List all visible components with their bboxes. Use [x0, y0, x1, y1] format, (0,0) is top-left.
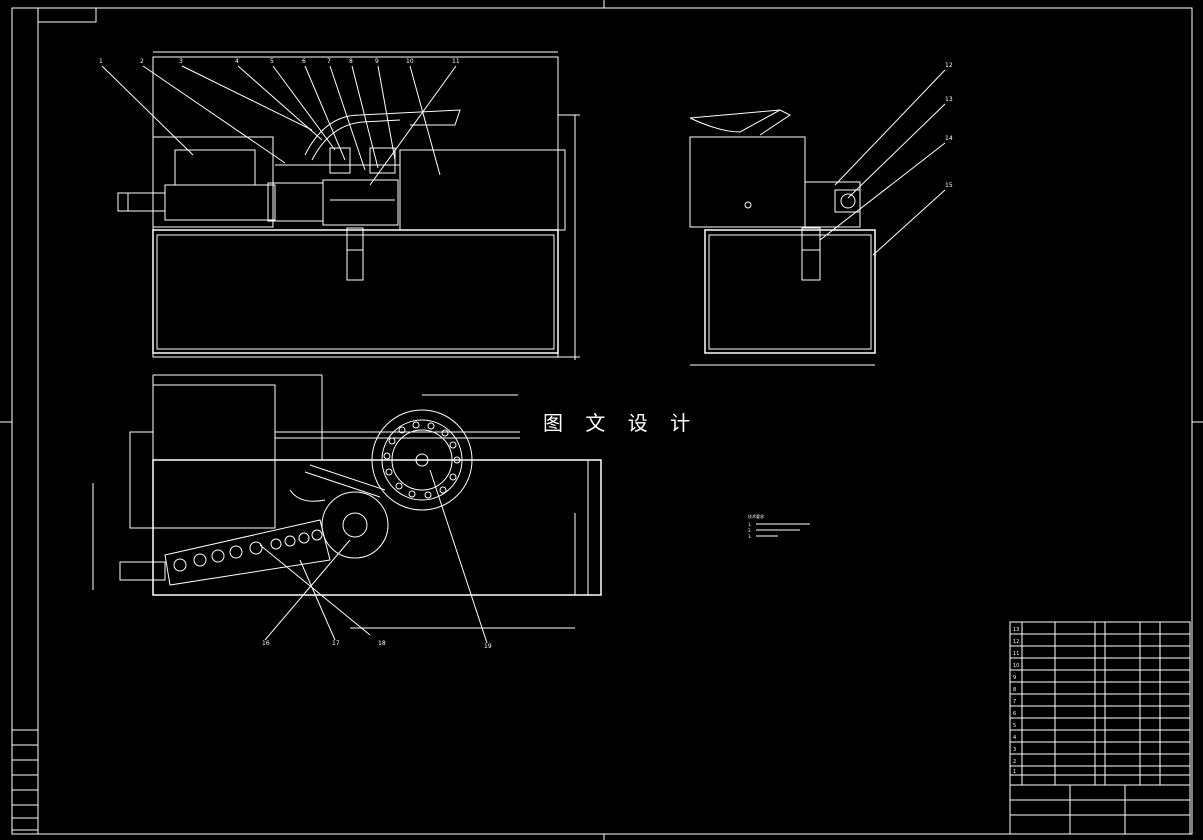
bom-row-8: 8 — [1013, 687, 1016, 693]
callout-11: 11 — [452, 58, 460, 65]
callout-16: 16 — [262, 640, 270, 647]
notes-title: 技术要求 — [748, 513, 764, 519]
bom-row-3: 3 — [1013, 747, 1016, 753]
front-view-leaders: 1 2 3 4 5 6 7 8 9 10 11 — [99, 58, 460, 186]
callout-19: 19 — [484, 643, 492, 650]
callout-17: 17 — [332, 640, 340, 647]
bill-of-materials: 13 12 11 10 9 8 7 6 5 4 3 2 1 — [1009, 621, 1191, 835]
bom-row-9: 9 — [1013, 675, 1016, 681]
callout-9: 9 — [375, 58, 379, 65]
callout-1: 1 — [99, 58, 103, 65]
bom-row-7: 7 — [1013, 699, 1016, 705]
feeder-balls — [383, 421, 461, 499]
bom-row-6: 6 — [1013, 711, 1016, 717]
note-3: 3. — [748, 534, 752, 539]
bom-row-12: 12 — [1013, 639, 1019, 645]
callout-3: 3 — [179, 58, 183, 65]
callout-10: 10 — [406, 58, 414, 65]
plan-view: 16 17 18 19 — [92, 374, 602, 650]
side-view: 12 13 14 15 — [689, 62, 953, 366]
callout-6: 6 — [302, 58, 306, 65]
callout-14: 14 — [945, 135, 953, 142]
callout-18: 18 — [378, 640, 386, 647]
callout-7: 7 — [327, 58, 331, 65]
bom-row-2: 2 — [1013, 759, 1016, 765]
callout-13: 13 — [945, 96, 953, 103]
note-2: 2. — [748, 528, 752, 533]
callout-4: 4 — [235, 58, 239, 65]
technical-notes: 技术要求 1. 2. 3. — [748, 513, 810, 539]
bom-row-4: 4 — [1013, 735, 1016, 741]
bom-row-13: 13 — [1013, 627, 1019, 633]
callout-5: 5 — [270, 58, 274, 65]
bom-row-1: 1 — [1013, 769, 1016, 775]
callout-15: 15 — [945, 182, 953, 189]
bom-row-5: 5 — [1013, 723, 1016, 729]
front-view — [117, 51, 580, 360]
note-1: 1. — [748, 522, 752, 527]
margin-stamp-boxes — [11, 729, 39, 831]
callout-8: 8 — [349, 58, 353, 65]
callout-2: 2 — [140, 58, 144, 65]
bom-row-11: 11 — [1013, 651, 1019, 657]
bom-row-10: 10 — [1013, 663, 1019, 669]
watermark-text: 图 文 设 计 — [543, 411, 698, 435]
callout-12: 12 — [945, 62, 953, 69]
